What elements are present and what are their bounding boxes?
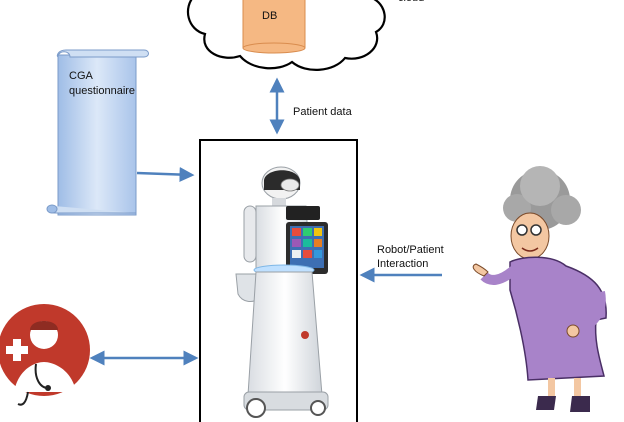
robot-icon [235, 166, 329, 418]
doctor-icon [0, 304, 90, 406]
cloud-label: cloud [398, 0, 424, 5]
db-cylinder-icon [242, 0, 306, 54]
scroll-icon [46, 49, 149, 216]
grandmother-icon [442, 166, 624, 422]
questionnaire-arrow [136, 167, 195, 183]
cga-questionnaire-label: CGA questionnaire [69, 70, 136, 97]
patient-data-label: Patient data [293, 106, 352, 118]
db-label: DB [262, 10, 278, 22]
robot-patient-interaction-label: Robot/Patient Interaction [377, 244, 444, 271]
